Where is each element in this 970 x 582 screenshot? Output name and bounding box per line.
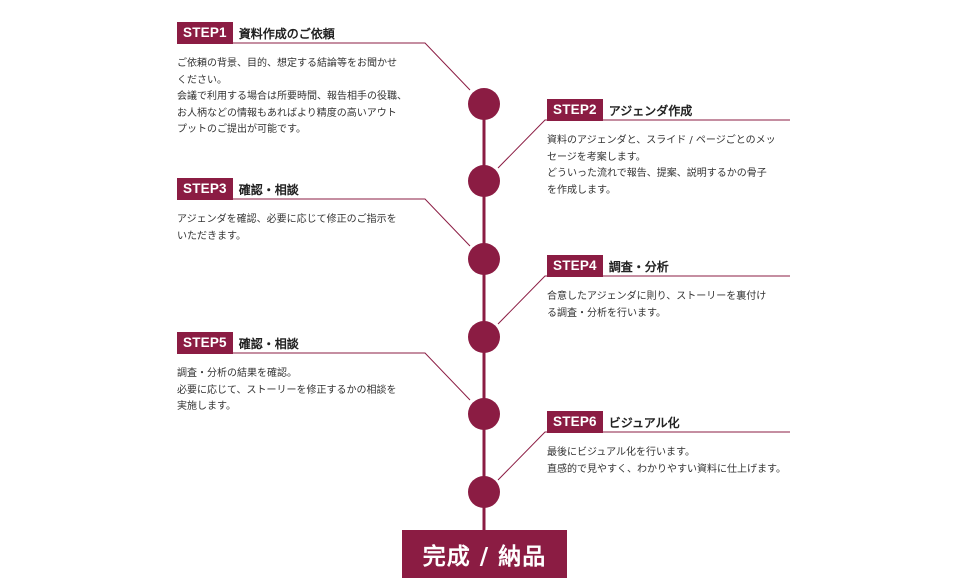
step-4: STEP4 調査・分析 合意したアジェンダに則り、ストーリーを裏付け る調査・分… (547, 255, 797, 322)
timeline-node-4 (468, 321, 500, 353)
step-2: STEP2 アジェンダ作成 資料のアジェンダと、スライド / ページごとのメッ … (547, 99, 797, 199)
step-6-description: 最後にビジュアル化を行います。 直感的で見やすく、わかりやすい資料に仕上げます。 (547, 447, 786, 475)
connector-step2 (497, 119, 790, 169)
step-1: STEP1 資料作成のご依頼 ご依頼の背景、目的、想定する結論等をお聞かせ くだ… (177, 22, 427, 139)
step-5-title: 確認・相談 (238, 336, 299, 351)
timeline-node-6 (468, 476, 500, 508)
step-5: STEP5 確認・相談 調査・分析の結果を確認。 必要に応じて、ストーリーを修正… (177, 332, 427, 416)
step-5-badge: STEP5 (177, 332, 233, 354)
step-4-description: 合意したアジェンダに則り、ストーリーを裏付け る調査・分析を行います。 (547, 291, 767, 319)
connector-step4 (497, 275, 790, 325)
step-2-header: STEP2 アジェンダ作成 (547, 99, 797, 121)
step-4-header: STEP4 調査・分析 (547, 255, 797, 277)
timeline-node-3 (468, 243, 500, 275)
connector-step1 (230, 42, 471, 91)
step-2-badge: STEP2 (547, 99, 603, 121)
timeline-node-5 (468, 398, 500, 430)
step-2-description: 資料のアジェンダと、スライド / ページごとのメッ セージを考案します。 どうい… (547, 135, 776, 196)
step-1-header: STEP1 資料作成のご依頼 (177, 22, 427, 44)
connector-step3 (230, 198, 471, 247)
step-3-header: STEP3 確認・相談 (177, 178, 427, 200)
step-5-description: 調査・分析の結果を確認。 必要に応じて、ストーリーを修正するかの相談を 実施しま… (177, 368, 397, 412)
step-2-title: アジェンダ作成 (608, 103, 693, 118)
connector-step6 (497, 431, 790, 481)
step-3: STEP3 確認・相談 アジェンダを確認、必要に応じて修正のご指示を いただきま… (177, 178, 427, 245)
final-delivery-box: 完成 / 納品 (402, 530, 567, 578)
step-3-description: アジェンダを確認、必要に応じて修正のご指示を いただきます。 (177, 214, 397, 242)
step-4-title: 調査・分析 (608, 259, 669, 274)
connector-step5 (230, 352, 471, 401)
step-1-description: ご依頼の背景、目的、想定する結論等をお聞かせ ください。 会議で利用する場合は所… (177, 58, 407, 135)
step-3-title: 確認・相談 (238, 182, 299, 197)
step-6-title: ビジュアル化 (608, 415, 680, 430)
step-6-header: STEP6 ビジュアル化 (547, 411, 807, 433)
final-delivery-label: 完成 / 納品 (422, 544, 547, 570)
step-3-badge: STEP3 (177, 178, 233, 200)
step-5-header: STEP5 確認・相談 (177, 332, 427, 354)
step-4-badge: STEP4 (547, 255, 603, 277)
step-1-title: 資料作成のご依頼 (238, 26, 335, 41)
step-6: STEP6 ビジュアル化 最後にビジュアル化を行います。 直感的で見やすく、わか… (547, 411, 807, 478)
step-6-badge: STEP6 (547, 411, 603, 433)
step-1-badge: STEP1 (177, 22, 233, 44)
timeline-node-2 (468, 165, 500, 197)
timeline-node-1 (468, 88, 500, 120)
